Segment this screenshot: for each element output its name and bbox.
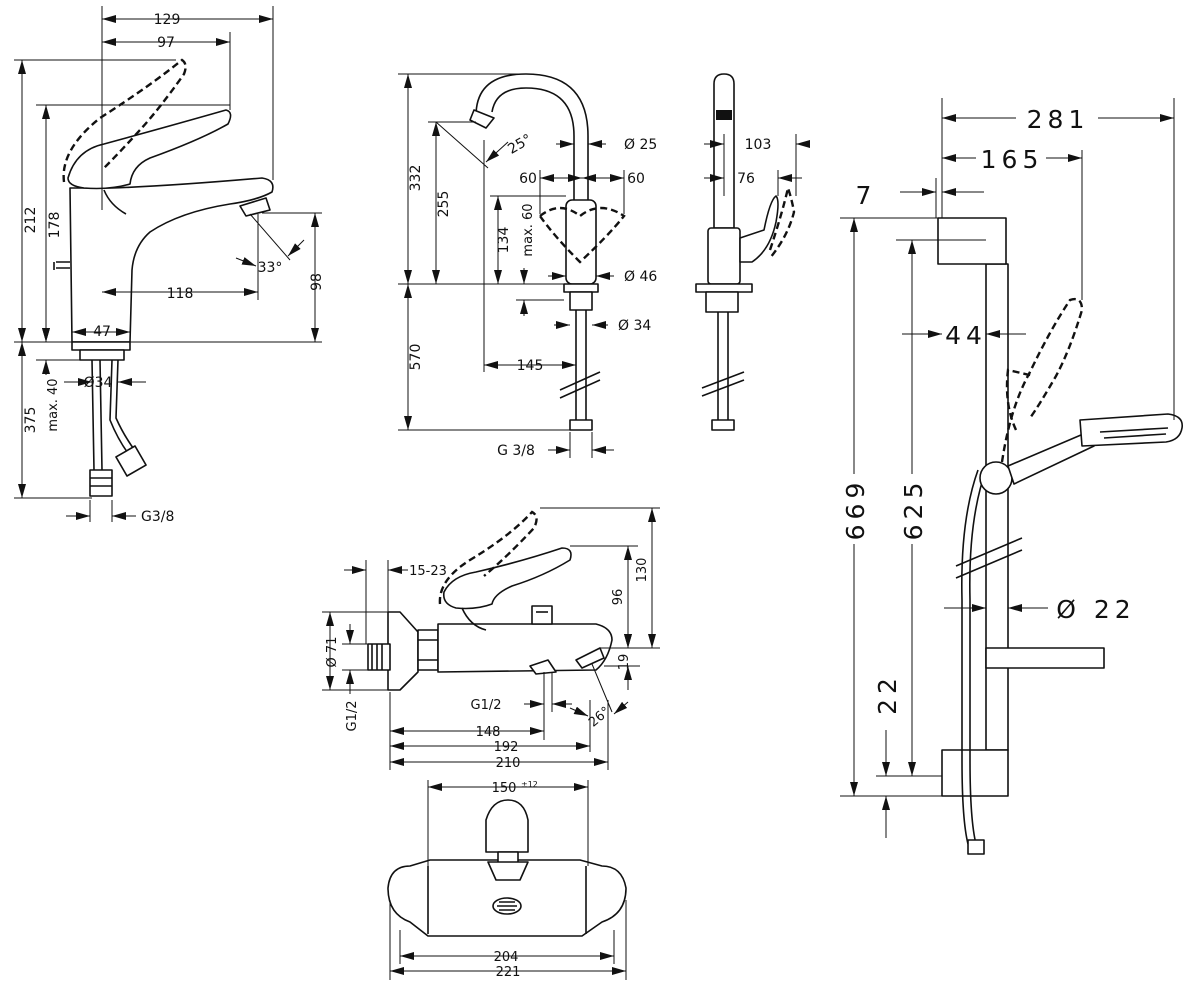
dim-221: 221: [496, 965, 521, 980]
dim-570: 570: [408, 344, 424, 371]
tall-basin-mixer-front-view: 332 570 255 134 max. 60 25° Ø 25 60 60 Ø…: [398, 73, 657, 459]
thread-g1-2-outlet: G1/2: [471, 698, 502, 713]
dim-diameter-34-tall: Ø 34: [618, 318, 651, 334]
shower-top-bracket: [937, 217, 1007, 265]
thread-g1-2-wall: G1/2: [345, 701, 360, 732]
dim-165: 165: [981, 145, 1044, 174]
dim-max-60: max. 60: [521, 203, 536, 256]
dim-diameter-25: Ø 25: [624, 137, 657, 153]
basin-mixer-body: [69, 177, 274, 343]
dim-129: 129: [154, 12, 181, 28]
angle-33: 33°: [258, 260, 283, 276]
dim-212: 212: [23, 207, 39, 234]
dim-210: 210: [496, 756, 521, 771]
shower-bottom-bracket: [941, 749, 1009, 797]
dim-669: 669: [841, 478, 870, 541]
basin-mixer-view: 129 97 212 178 98 118 47 33° 375 max. 40: [14, 6, 325, 525]
basin-mixer-lever: [67, 109, 232, 190]
shower-shelf: [985, 647, 1105, 669]
dim-7: 7: [856, 181, 877, 210]
tall-spout: [475, 73, 589, 232]
bath-front-lever: [485, 799, 529, 853]
dim-178: 178: [47, 212, 63, 239]
angle-25: 25°: [505, 131, 535, 157]
thread-g-3-8-tall: G 3/8: [497, 443, 535, 459]
basin-mixer-aerator: [239, 197, 271, 217]
dim-diameter-34: Ø34: [84, 375, 113, 391]
dim-148: 148: [476, 725, 501, 740]
bath-mixer-lever: [442, 547, 572, 610]
dim-98: 98: [309, 273, 325, 291]
bath-mixer-lever-open: [438, 510, 538, 605]
bath-mixer-side-view: 15-23 96 130 Ø 71 G1/2 19 G1/2 26°: [322, 507, 660, 771]
dim-19: 19: [617, 654, 632, 671]
dim-281: 281: [1027, 105, 1090, 134]
tall-body: [565, 199, 597, 285]
bath-mixer-front-view: 150 ±12 204 221: [387, 780, 627, 980]
side-lever: [739, 195, 779, 263]
dim-diameter-22: Ø 22: [1056, 595, 1135, 624]
side-body: [707, 227, 741, 285]
shower-set-view: 281 165 7 44 669 625 Ø 22 22: [840, 98, 1184, 855]
dim-60-right: 60: [627, 171, 645, 187]
dim-max-40: max. 40: [46, 378, 61, 431]
dim-76: 76: [737, 171, 755, 187]
dim-47: 47: [93, 324, 111, 340]
dim-diameter-46: Ø 46: [624, 269, 657, 285]
shower-slider: [979, 461, 1013, 495]
dim-204: 204: [494, 950, 519, 965]
basin-mixer-lever-open: [62, 58, 187, 183]
shower-rail: [985, 263, 1009, 751]
dim-332: 332: [408, 165, 424, 192]
bath-mixer-body: [437, 623, 613, 673]
tall-basin-mixer-side-view: 103 76: [695, 73, 810, 431]
dim-145: 145: [517, 358, 544, 374]
dim-15-23: 15-23: [409, 564, 447, 579]
tall-lever-open: [538, 206, 626, 264]
dim-diameter-71: Ø 71: [325, 637, 340, 668]
dim-375: 375: [23, 407, 39, 434]
dim-255: 255: [436, 191, 452, 218]
dim-150-tolerance: ±12: [521, 780, 538, 789]
dim-625: 625: [899, 478, 928, 541]
dim-96: 96: [611, 589, 626, 606]
dim-150: 150: [492, 781, 517, 796]
dim-44: 44: [945, 321, 987, 350]
dim-60-left: 60: [519, 171, 537, 187]
dim-118: 118: [167, 286, 194, 302]
dim-103: 103: [745, 137, 772, 153]
dim-134: 134: [496, 227, 512, 254]
thread-g3-8: G3/8: [141, 509, 174, 525]
dim-192: 192: [494, 740, 519, 755]
dim-22: 22: [873, 673, 902, 715]
dim-130: 130: [635, 558, 650, 583]
dim-97: 97: [157, 35, 175, 51]
